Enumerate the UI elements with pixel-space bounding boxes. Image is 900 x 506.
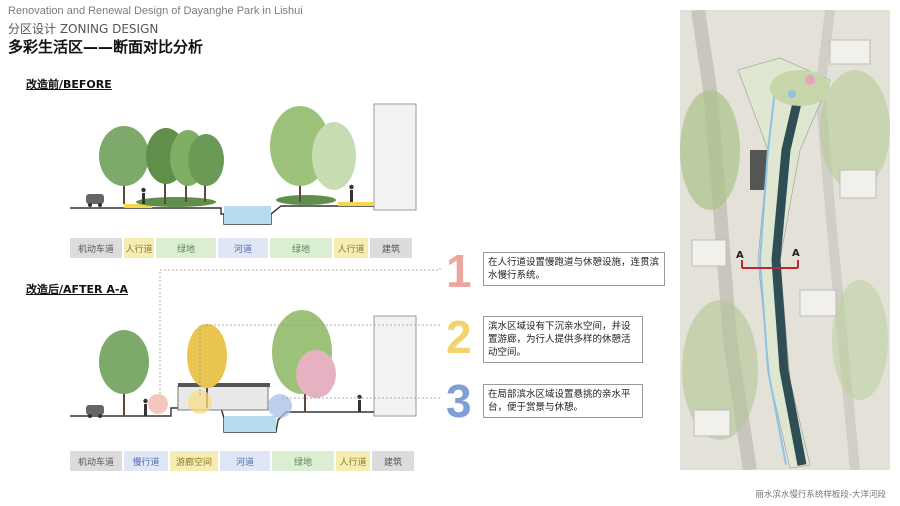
legend-item: 绿地 bbox=[156, 238, 216, 258]
page-title: 多彩生活区——断面对比分析 bbox=[8, 38, 204, 56]
building-shape bbox=[373, 315, 417, 417]
shrub bbox=[276, 195, 336, 205]
river-water bbox=[224, 416, 276, 432]
header-subtitle-en: Renovation and Renewal Design of Dayangh… bbox=[8, 5, 303, 17]
legend-item: 人行道 bbox=[124, 238, 154, 258]
before-legend: 机动车道 人行道 绿地 河道 绿地 人行道 建筑 bbox=[70, 238, 414, 258]
before-label: 改造前/BEFORE bbox=[26, 78, 112, 91]
legend-item: 绿地 bbox=[270, 238, 332, 258]
legend-item: 慢行道 bbox=[124, 451, 168, 471]
legend-item: 人行道 bbox=[336, 451, 370, 471]
willow-tree-icon bbox=[312, 122, 356, 190]
tree-icon bbox=[99, 126, 149, 186]
leader-lines bbox=[159, 268, 441, 399]
section-marker-left: A bbox=[736, 250, 744, 261]
after-section-drawing bbox=[70, 310, 417, 433]
note-1-text: 在人行道设置慢跑道与休憩设施，连贯滨水慢行系统。 bbox=[483, 252, 665, 286]
shrub bbox=[136, 197, 216, 207]
car-icon bbox=[86, 405, 104, 415]
highlight-1-marker bbox=[148, 394, 168, 414]
legend-item: 建筑 bbox=[370, 238, 412, 258]
after-legend: 机动车道 慢行道 游廊空间 河道 绿地 人行道 建筑 bbox=[70, 451, 416, 471]
legend-item: 绿地 bbox=[272, 451, 334, 471]
legend-item: 建筑 bbox=[372, 451, 414, 471]
note-1-number: 1 bbox=[446, 245, 472, 297]
note-3-text: 在局部滨水区域设置悬挑的亲水平台，便于赏景与休憩。 bbox=[483, 384, 643, 418]
after-label: 改造后/AFTER A-A bbox=[26, 283, 128, 296]
ginkgo-tree-icon bbox=[187, 324, 227, 388]
pedestrian-icon bbox=[144, 404, 147, 416]
cherry-tree-icon bbox=[296, 350, 336, 398]
car-icon bbox=[86, 194, 104, 204]
ground-line bbox=[70, 205, 374, 225]
legend-item: 河道 bbox=[218, 238, 268, 258]
pedestrian-icon bbox=[142, 193, 145, 204]
legend-item: 机动车道 bbox=[70, 451, 122, 471]
pedestrian-icon bbox=[350, 190, 353, 202]
sidewalk-left bbox=[124, 204, 152, 208]
highlight-3-marker bbox=[268, 394, 292, 418]
legend-item: 人行道 bbox=[334, 238, 368, 258]
legend-item: 河道 bbox=[220, 451, 270, 471]
before-section-drawing bbox=[70, 103, 417, 225]
header-zone-label: 分区设计 ZONING DESIGN bbox=[8, 22, 159, 36]
river-water bbox=[224, 206, 271, 224]
section-marker-right: A bbox=[792, 248, 800, 259]
legend-item: 游廊空间 bbox=[170, 451, 218, 471]
tree-icon bbox=[99, 330, 149, 394]
note-2-number: 2 bbox=[446, 311, 472, 363]
tree-icon bbox=[188, 134, 224, 186]
note-2-text: 滨水区域设有下沉亲水空间，并设置游廊，为行人提供多样的休憩活动空间。 bbox=[483, 316, 643, 363]
site-plan-map: A A bbox=[680, 10, 890, 470]
building-shape bbox=[373, 103, 417, 211]
legend-item: 机动车道 bbox=[70, 238, 122, 258]
river-path bbox=[771, 88, 807, 466]
note-3-number: 3 bbox=[446, 375, 472, 427]
pedestrian-icon bbox=[358, 400, 361, 412]
footer-caption: 丽水滨水慢行系统样板段-大洋河段 bbox=[755, 490, 886, 500]
sidewalk-right bbox=[338, 202, 374, 206]
highlight-2-marker bbox=[188, 390, 212, 414]
